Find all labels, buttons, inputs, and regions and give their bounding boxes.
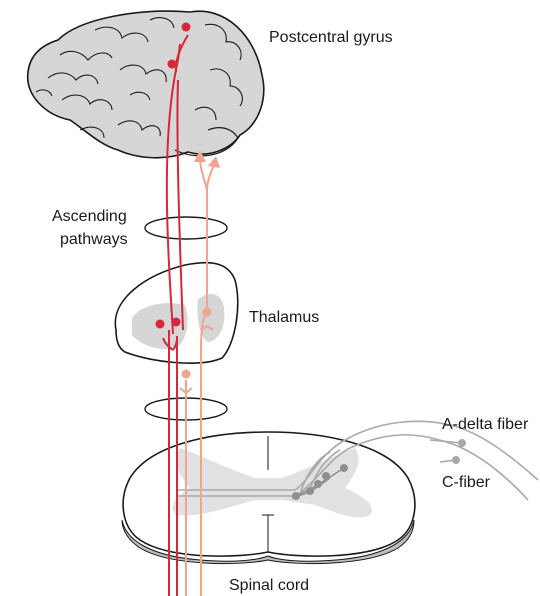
thalamic-neuron [203, 308, 212, 317]
dorsal-horn-neuron [340, 464, 348, 472]
cortical-neuron [182, 23, 191, 32]
dorsal-horn-neuron [306, 487, 314, 495]
cortical-neuron [168, 60, 177, 69]
thalamic-neuron [172, 318, 181, 327]
branch-left [200, 158, 207, 190]
thalamus-label: Thalamus [249, 309, 319, 326]
arrowhead-right [208, 156, 220, 168]
dorsal-horn-neuron [292, 492, 300, 500]
ascending-pathways-label-line2: pathways [60, 231, 128, 248]
brainstem-neuron [182, 370, 191, 379]
c-fiber-label: C-fiber [442, 474, 491, 491]
upper-pathway-ring [145, 217, 227, 239]
dorsal-horn-neuron [322, 472, 330, 480]
postcentral-gyrus-label: Postcentral gyrus [269, 29, 393, 46]
brain [28, 11, 264, 158]
a-delta-ganglion-cell [458, 439, 466, 447]
dorsal-horn-neuron [314, 480, 322, 488]
spinal-cord-label: Spinal cord [229, 577, 309, 594]
a-delta-fiber-label: A-delta fiber [442, 416, 529, 433]
brain-outline [28, 11, 264, 158]
c-fiber-ganglion-cell [452, 456, 460, 464]
ascending-pathways-label-line1: Ascending [52, 208, 127, 225]
spinal-cord [122, 432, 415, 564]
thalamic-neuron [156, 320, 165, 329]
